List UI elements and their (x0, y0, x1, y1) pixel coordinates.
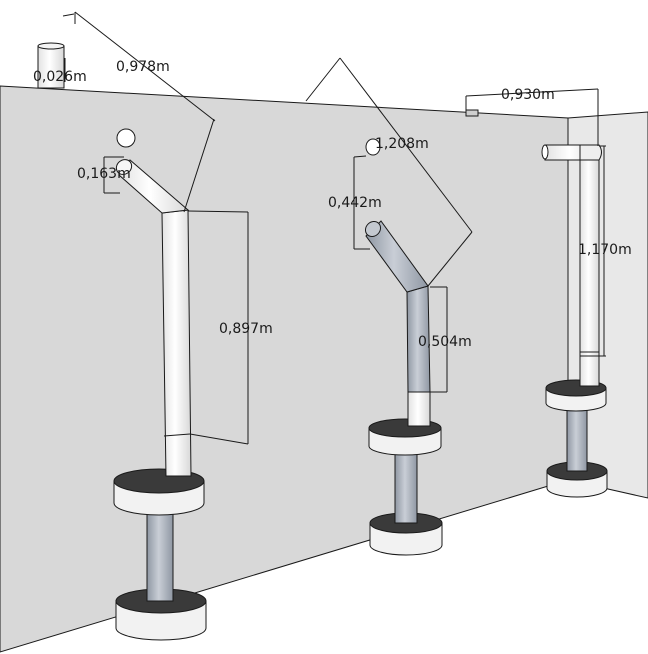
wall-top-block (465, 109, 479, 117)
support-column (566, 407, 588, 472)
pipe-assembly-left (113, 128, 207, 641)
dimension-label-0-163: 0,163m (77, 166, 131, 182)
dimension-label-0-897: 0,897m (219, 321, 273, 337)
dimension-labels: 0,026m 0,978m 0,163m 0,897m 0,442m 1,208… (33, 59, 632, 350)
dimension-label-1-208: 1,208m (375, 136, 429, 152)
pipe-assembly-middle (364, 138, 443, 556)
roof-vent-pipe (37, 42, 65, 89)
vertical-pipe-white (407, 391, 431, 427)
dimension-lines (62, 11, 606, 445)
support-column (394, 449, 418, 524)
dimension-label-0-026: 0,026m (33, 69, 87, 85)
dimension-label-0-978: 0,978m (116, 59, 170, 75)
dimension-label-1-170: 1,170m (578, 242, 632, 258)
pipe-assembly-right (541, 144, 608, 498)
dimension-label-0-442: 0,442m (328, 195, 382, 211)
wall-opening (116, 128, 136, 148)
elbow (579, 144, 602, 161)
dimension-label-0-504: 0,504m (418, 334, 472, 350)
vertical-pipe (579, 151, 600, 387)
dimension-label-0-930: 0,930m (501, 87, 555, 103)
support-column (146, 509, 174, 602)
wall-opening (365, 138, 381, 156)
